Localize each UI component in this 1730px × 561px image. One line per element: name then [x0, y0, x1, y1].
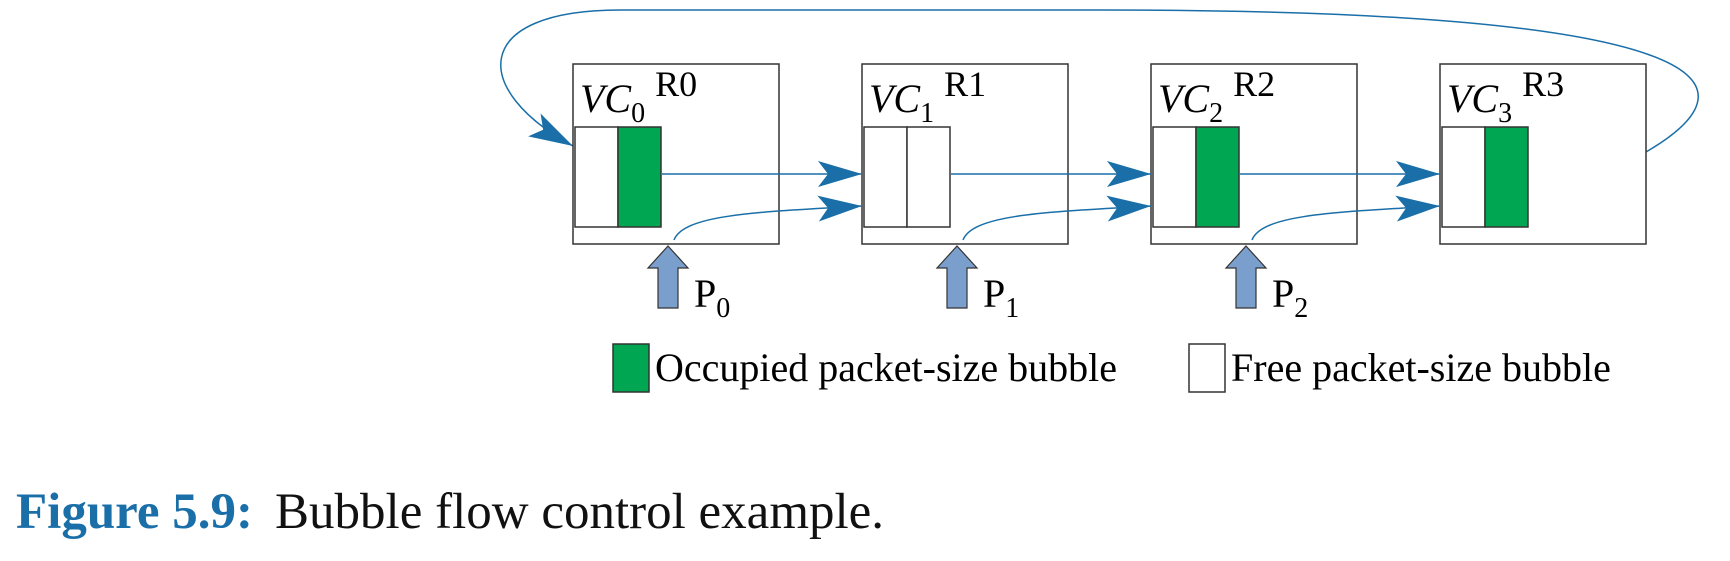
legend-free-swatch: [1188, 343, 1226, 393]
bubble-slot-occupied: [1484, 126, 1529, 228]
figure-caption: Figure 5.9: Bubble flow control example.: [16, 487, 884, 538]
injection-path-0: [673, 195, 863, 241]
bubble-slot-free: [1152, 126, 1197, 228]
vc-label: VC2R2: [1158, 64, 1275, 129]
vc-label: VC0R0: [580, 64, 697, 129]
router-0: VC0R0: [572, 63, 780, 245]
injection-path-1: [962, 195, 1152, 241]
bubble-slot-occupied: [617, 126, 662, 228]
router-3: VC3R3: [1439, 63, 1647, 245]
injection-arrow-icon: [935, 245, 979, 309]
legend-occupied-swatch: [612, 343, 650, 393]
vc-label: VC1R1: [869, 64, 986, 129]
injection-2: P2: [1224, 245, 1308, 324]
bubble-slot-free: [863, 126, 908, 228]
injection-arrow-icon: [646, 245, 690, 309]
legend-free-label: Free packet-size bubble: [1231, 345, 1611, 390]
router-1: VC1R1: [861, 63, 1069, 245]
injection-path-2: [1251, 195, 1441, 241]
injection-label: P1: [983, 271, 1019, 324]
injection-1: P1: [935, 245, 1019, 324]
vc-label: VC3R3: [1447, 64, 1564, 129]
legend-occupied-label: Occupied packet-size bubble: [655, 345, 1117, 390]
figure-caption-text: Bubble flow control example.: [275, 484, 885, 540]
injection-label: P0: [694, 271, 730, 324]
injection-0: P0: [646, 245, 730, 324]
wraparound-link: [500, 9, 1699, 153]
router-2: VC2R2: [1150, 63, 1358, 245]
bubble-slot-occupied: [1195, 126, 1240, 228]
bubble-slot-free: [574, 126, 619, 228]
bubble-slot-free: [1441, 126, 1486, 228]
legend: Occupied packet-size bubble Free packet-…: [612, 343, 1611, 393]
injection-arrow-icon: [1224, 245, 1268, 309]
figure-label: Figure 5.9:: [16, 484, 254, 540]
bubble-slot-free: [906, 126, 951, 228]
injection-label: P2: [1272, 271, 1308, 324]
